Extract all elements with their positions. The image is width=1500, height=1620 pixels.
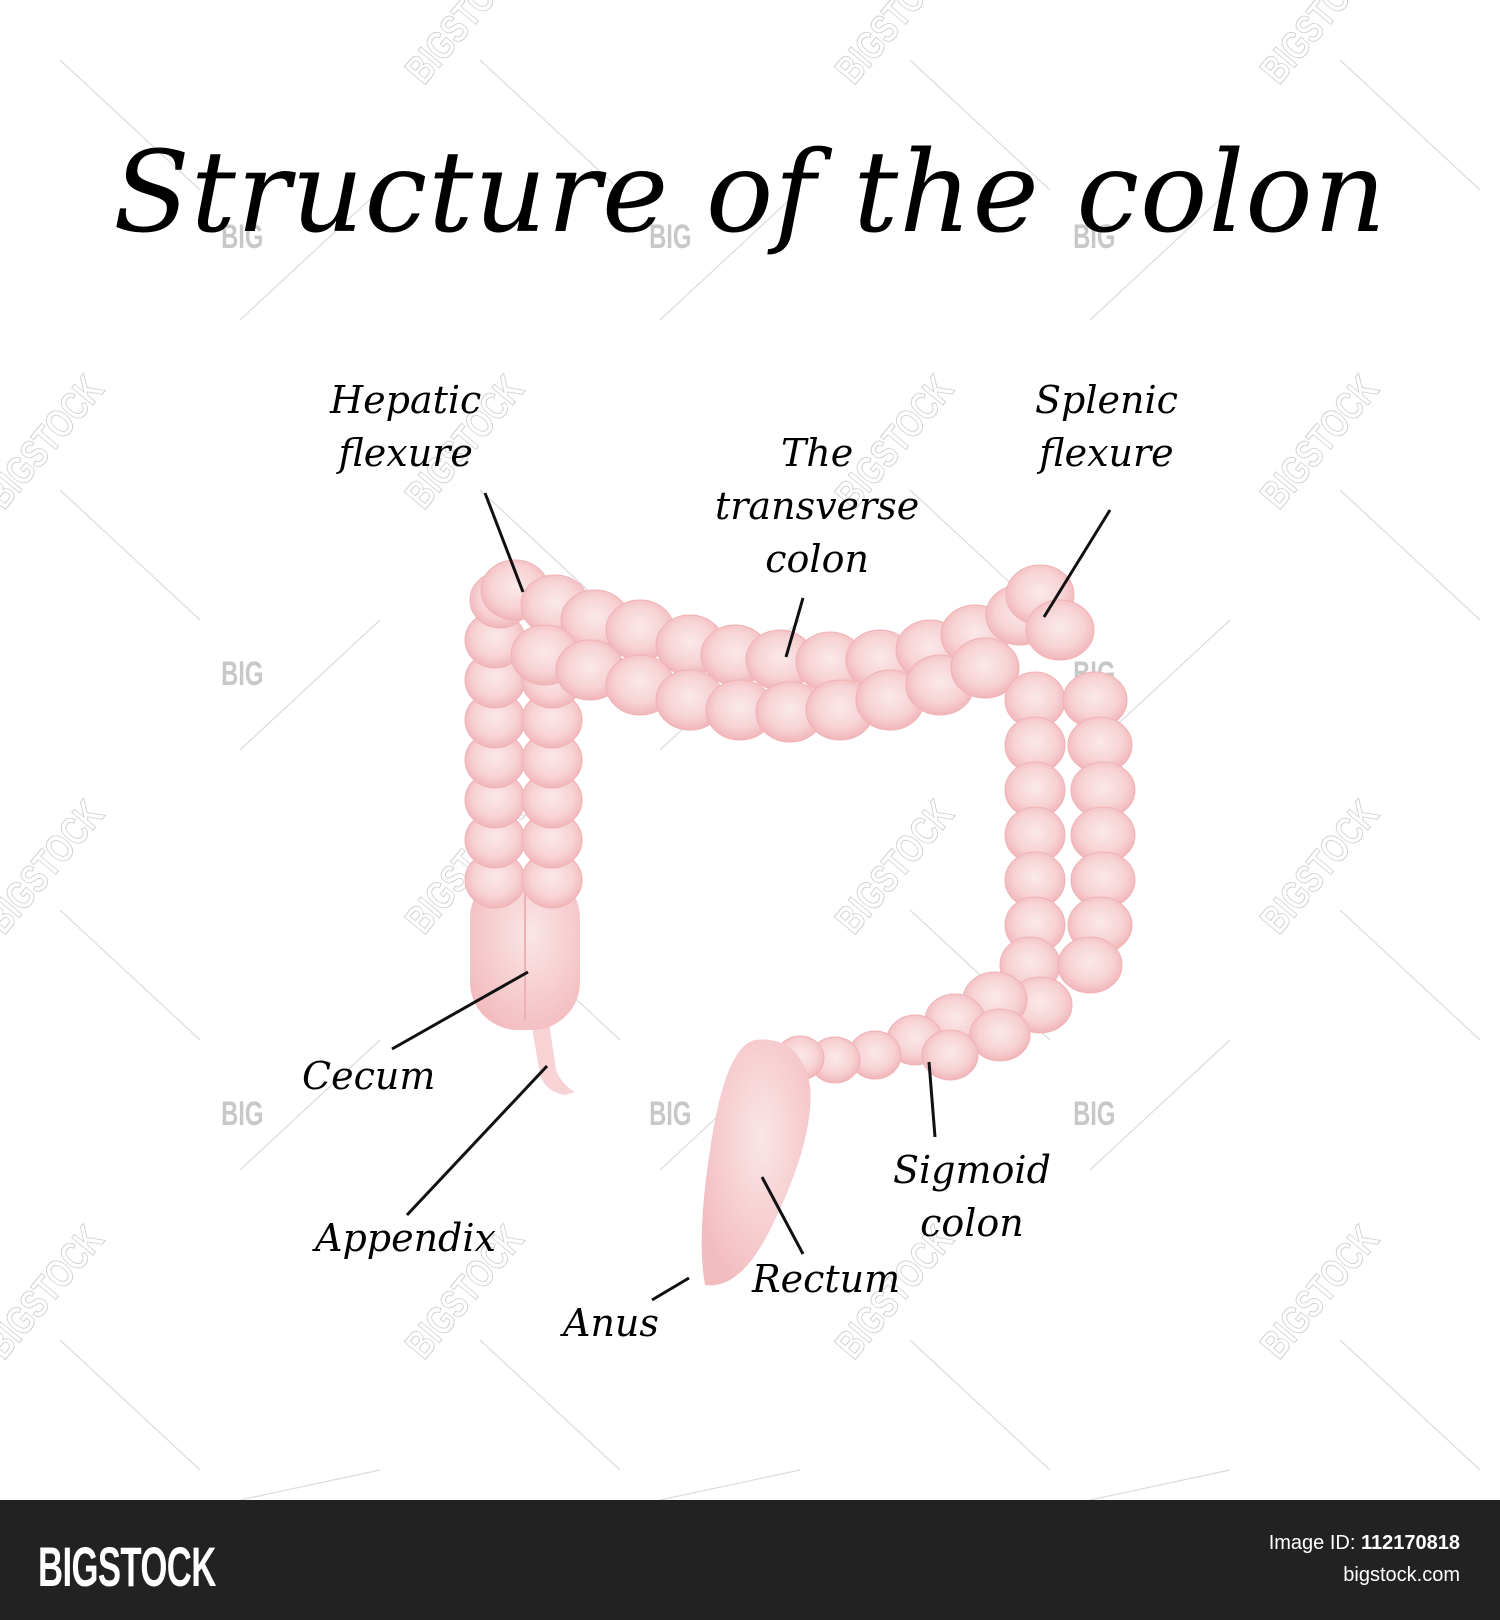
label-rectum: Rectum — [752, 1257, 901, 1301]
image-id: Image ID: 112170818 — [1269, 1532, 1460, 1555]
splenic-flexure-pointer — [1042, 509, 1112, 618]
watermark-big: BIG — [649, 218, 692, 256]
watermark-big: BIG — [1073, 1095, 1116, 1133]
leader-lines — [391, 492, 1112, 1302]
label-appendix: Appendix — [315, 1216, 496, 1260]
watermark-big: BIG — [221, 655, 264, 693]
hepatic-flexure-pointer — [483, 492, 525, 593]
watermark-big: BIG — [221, 218, 264, 256]
label-sigmoid-colon: Sigmoid colon — [893, 1148, 1051, 1245]
site-url[interactable]: bigstock.com — [1343, 1564, 1460, 1586]
watermark-big: BIG — [649, 1095, 692, 1133]
label-hepatic-flexure: Hepatic flexure — [330, 378, 482, 475]
anus-pointer — [651, 1276, 690, 1302]
label-anus: Anus — [563, 1301, 659, 1345]
sigmoid-colon-pointer — [927, 1061, 937, 1138]
diagram-canvas: BIG BIG BIG BIG BIG BIG BIG BIG BIG BIGS… — [0, 0, 1481, 1500]
image-id-value: 112170818 — [1360, 1532, 1460, 1554]
colon-illustration — [391, 492, 1136, 1302]
appendix-pointer — [405, 1064, 549, 1217]
appendix-shape — [530, 1015, 575, 1095]
watermark-big: BIG — [221, 1095, 264, 1133]
label-transverse-colon: The transverse colon — [715, 431, 920, 581]
bigstock-logo: BIGSTOCK — [38, 1535, 216, 1598]
cecum-pointer — [391, 970, 529, 1051]
rectum-pointer — [760, 1176, 805, 1255]
sigmoid-colon — [775, 971, 1073, 1084]
image-id-label: Image ID: — [1268, 1532, 1356, 1554]
rectum-shape — [701, 1039, 811, 1286]
label-cecum: Cecum — [302, 1054, 436, 1098]
transverse-colon-pointer — [784, 597, 805, 658]
watermark-big: BIG — [1073, 218, 1116, 256]
descending-colon — [999, 671, 1136, 994]
transverse-colon — [480, 559, 1095, 743]
footer-bar: BIGSTOCK Image ID: 112170818 bigstock.co… — [0, 1500, 1500, 1620]
diagram-title: Structure of the colon — [113, 128, 1387, 258]
label-splenic-flexure: Splenic flexure — [1035, 378, 1178, 475]
